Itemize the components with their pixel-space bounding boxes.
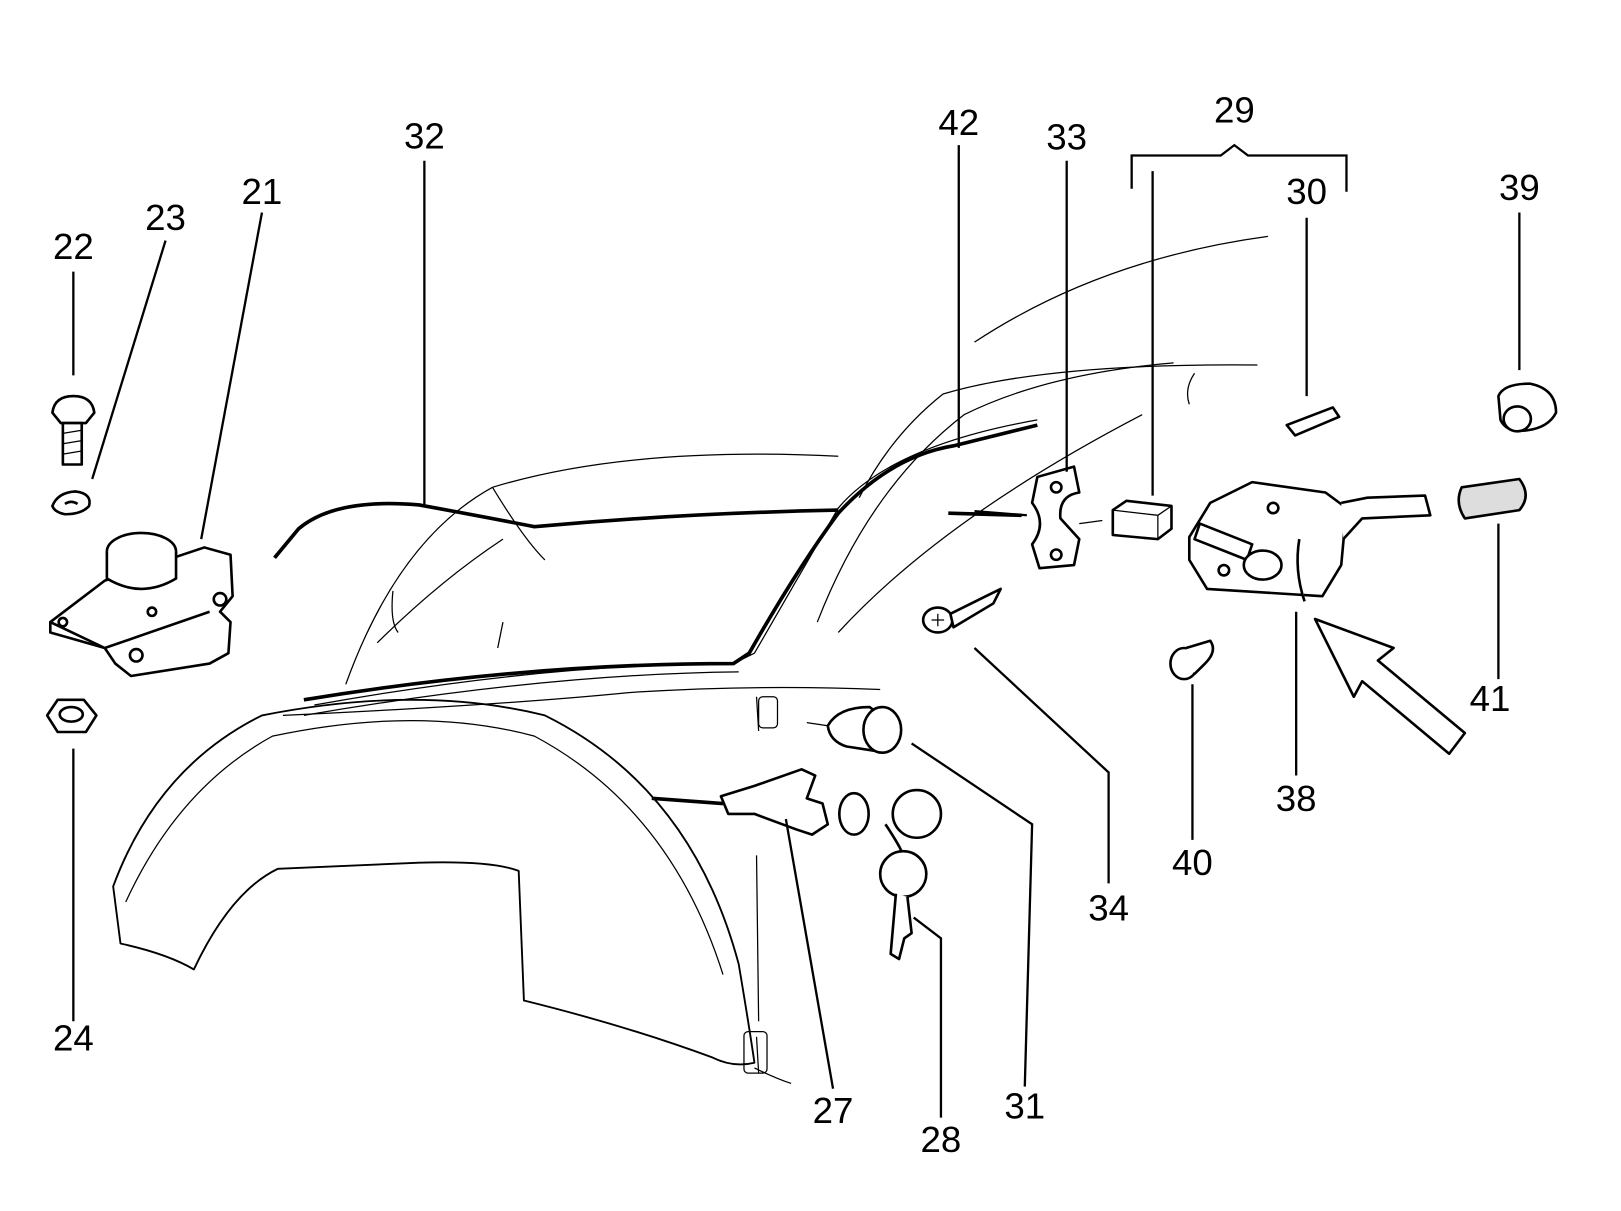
knob-part-31 [806, 705, 903, 755]
cable-clamp-part-33 [1030, 465, 1103, 570]
label-39: 39 [1499, 167, 1540, 208]
release-cable [273, 501, 1027, 559]
label-33: 33 [1046, 116, 1087, 157]
label-27: 27 [813, 1090, 854, 1131]
label-23: 23 [145, 197, 186, 238]
seal-strip [303, 423, 1038, 702]
cap-part-41 [1457, 477, 1527, 520]
label-29: 29 [1214, 90, 1255, 131]
label-41: 41 [1470, 678, 1511, 719]
label-30: 30 [1286, 171, 1327, 212]
latch-part-38 [1187, 480, 1432, 602]
label-38: 38 [1276, 778, 1317, 819]
label-22: 22 [53, 226, 94, 267]
label-32: 32 [404, 115, 445, 156]
bushing-part-39 [1497, 382, 1558, 433]
bolt-part-22 [51, 394, 96, 466]
label-31: 31 [1004, 1086, 1045, 1127]
washer-part-23 [51, 490, 91, 516]
body-outline [112, 235, 1268, 1085]
label-28: 28 [921, 1119, 962, 1160]
label-42: 42 [938, 102, 979, 143]
direction-arrow [1313, 617, 1467, 756]
label-21: 21 [242, 171, 283, 212]
lock-cylinder-part-27 [651, 768, 870, 836]
label-40: 40 [1172, 842, 1213, 883]
label-24: 24 [53, 1017, 94, 1058]
pin-part-30 [1285, 406, 1341, 437]
screw-part-34 [921, 587, 1002, 634]
nut-part-24 [45, 698, 98, 734]
cable-clamp-block-part-29 [1111, 499, 1173, 541]
label-34: 34 [1088, 888, 1129, 929]
leader-lines [72, 143, 1521, 1118]
grommet-part-40 [1169, 639, 1215, 681]
hood-lock-part-21 [48, 531, 234, 678]
keys-part-28 [878, 788, 943, 961]
